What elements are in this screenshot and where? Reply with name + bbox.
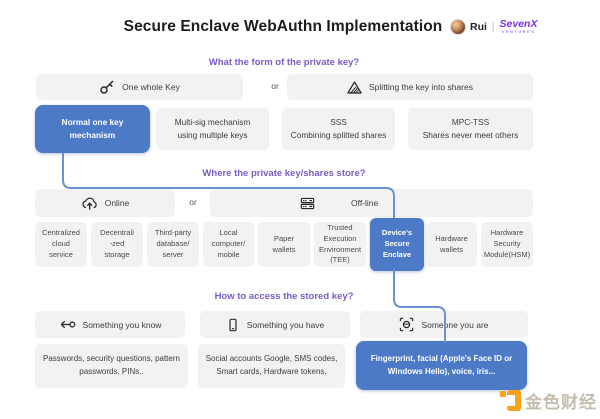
q3-answer-social-accounts: Social accounts Google, SMS codes, Smart… <box>198 344 345 388</box>
q2-choice-local-computer: Local computer/ mobile <box>203 222 254 267</box>
q3-option-have: Something you have <box>200 311 350 338</box>
q3-answer-biometrics: Fingerprint, facial (Apple's Face ID or … <box>356 341 527 390</box>
q3-option-are: Someone you are <box>360 311 528 338</box>
brand-logo: SevenX VENTURES <box>500 19 538 34</box>
q1-choice-mpc-tss: MPC-TSS Shares never meet others <box>408 108 533 150</box>
jinse-brand-text: 金色财经 <box>525 393 597 413</box>
brand-name: SevenX <box>499 18 538 31</box>
q1-option-label: One whole Key <box>122 82 180 92</box>
q2-option-label: Online <box>104 198 130 208</box>
avatar <box>450 19 466 35</box>
q3-option-label: Something you have <box>246 319 325 330</box>
q3-option-know: Something you know <box>35 311 185 338</box>
q1-choice-sss: SSS Combining splitted shares <box>282 108 395 150</box>
q1-choice-normal-one-key: Normal one key mechanism <box>35 105 150 153</box>
q1-choice-multisig: Multi-sig mechanism using multiple keys <box>156 108 269 150</box>
q2-choice-centralized-cloud: Centralized cloud service <box>35 222 87 267</box>
q1-option-split-key: Splitting the key into shares <box>287 74 533 100</box>
smartphone-icon <box>226 318 240 332</box>
q2-choice-third-party-db: Third-party database/ server <box>147 222 199 267</box>
or-separator-1: or <box>271 81 279 91</box>
q3-answer-passwords: Passwords, security questions, pattern p… <box>35 344 188 388</box>
q2-choice-paper-wallets: Paper wallets <box>258 222 310 267</box>
brand-divider: | <box>491 21 495 33</box>
q3-heading: How to access the stored key? <box>214 291 354 302</box>
q3-option-label: Someone you are <box>421 319 489 330</box>
split-triangle-icon <box>347 80 362 95</box>
q2-heading: Where the private key/shares store? <box>202 168 366 179</box>
key-icon <box>99 79 115 95</box>
page-title: Secure Enclave WebAuthn Implementation <box>123 18 443 35</box>
q2-choice-secure-enclave: Device's Secure Enclave <box>370 218 424 271</box>
q2-option-online: Online <box>35 189 175 217</box>
q3-option-label: Something you know <box>82 319 162 330</box>
q2-choice-hsm: Hardware Security Module(HSM) <box>481 222 533 267</box>
q2-choice-decentralized-storage: Decentrali -zed storage <box>91 222 143 267</box>
q2-choice-hardware-wallets: Hardware wallets <box>426 222 477 267</box>
author-brand: Rui | SevenX VENTURES <box>450 19 537 35</box>
or-separator-2: or <box>189 197 197 207</box>
jinse-watermark: 金色财经 <box>500 388 597 413</box>
face-scan-icon <box>399 317 414 332</box>
cloud-upload-icon <box>81 196 98 211</box>
brand-sub: VENTURES <box>501 29 536 34</box>
q1-option-label: Splitting the key into shares <box>369 82 473 92</box>
key-left-icon <box>59 318 76 331</box>
q1-heading: What the form of the private key? <box>208 57 360 68</box>
q2-option-offline: Off-line <box>210 189 533 217</box>
author-name: Rui <box>470 21 487 33</box>
q2-choice-tee: Trusted Execution Environment (TEE) <box>314 222 366 267</box>
q1-option-whole-key: One whole Key <box>36 74 243 100</box>
q2-option-label: Off-line <box>351 198 379 208</box>
jinse-logo-icon <box>500 390 521 411</box>
server-icon <box>300 196 315 211</box>
